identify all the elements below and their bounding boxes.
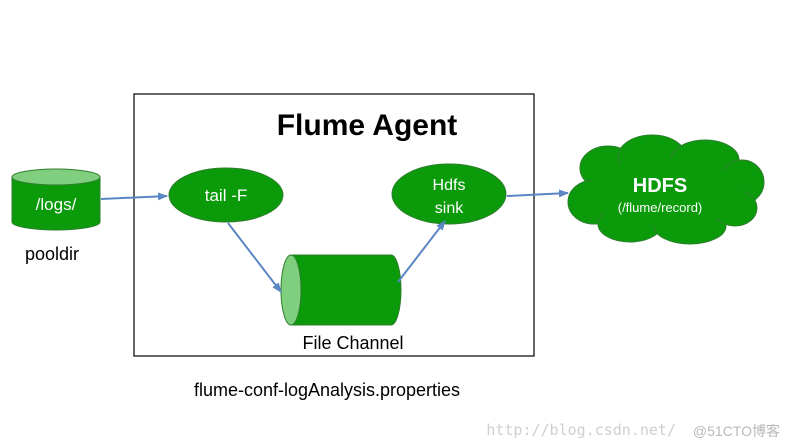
config-file-label: flume-conf-logAnalysis.properties (194, 380, 460, 400)
pooldir-label: pooldir (25, 244, 79, 264)
file-channel-label: File Channel (302, 333, 403, 353)
logs-database-icon (11, 168, 101, 231)
hdfs-sink-label-line1: Hdfs (433, 177, 466, 194)
arrow-logs-to-tail (100, 192, 168, 201)
hdfs-path: (/flume/record) (618, 200, 703, 215)
agent-title: Flume Agent (277, 109, 458, 142)
hdfs-title: HDFS (633, 175, 687, 197)
arrow-tail-to-channel (227, 222, 282, 293)
arrow-channel-to-sink (397, 220, 446, 283)
hdfs-sink-node (391, 163, 507, 225)
tail-source-node (168, 167, 284, 223)
tail-source-label: tail -F (205, 186, 248, 205)
arrow-sink-to-hdfs (506, 189, 569, 198)
hdfs-cloud-icon (567, 134, 765, 245)
file-channel-cylinder (280, 254, 402, 326)
hdfs-sink-label-line2: sink (435, 200, 464, 217)
watermark-badge: @51CTO博客 (690, 421, 782, 441)
watermark-url: http://blog.csdn.net/ (486, 421, 676, 439)
logs-database-label: /logs/ (36, 195, 77, 214)
